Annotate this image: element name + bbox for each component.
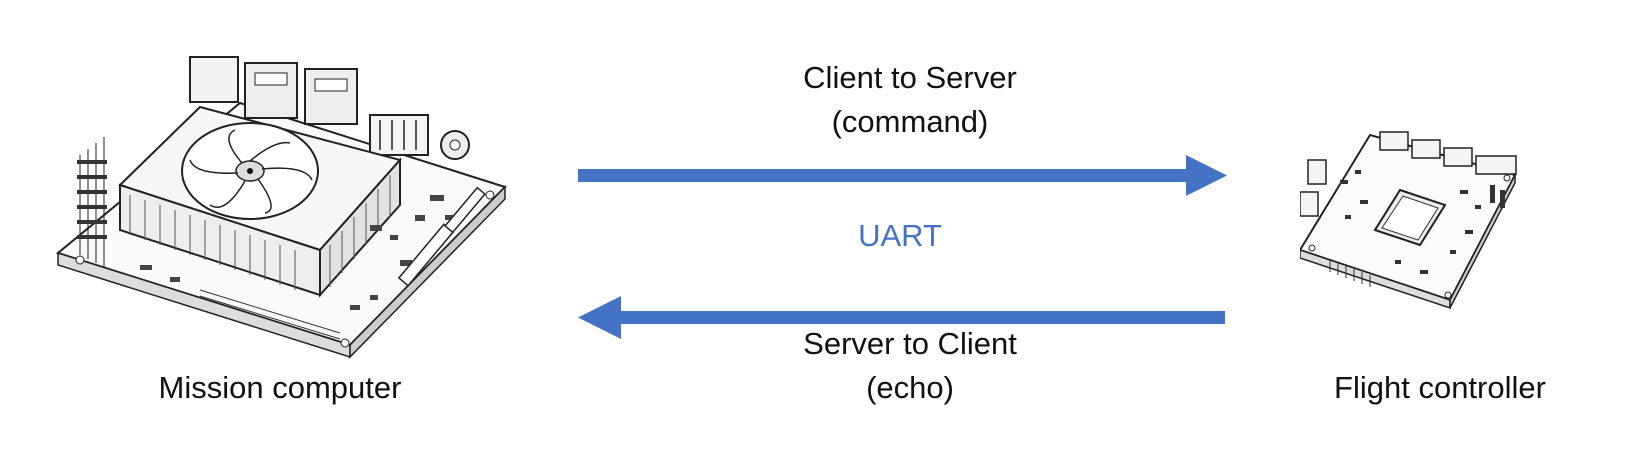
echo-arrow [578,296,1225,339]
server-to-client-subtitle: (echo) [866,370,954,405]
client-to-server-title: Client to Server [803,60,1017,95]
command-arrow [578,155,1227,196]
mission-computer-label: Mission computer [158,370,402,405]
client-to-server-subtitle: (command) [831,104,989,139]
client-to-server-label: Client to Server (command) [700,56,1120,144]
flight-controller-board-icon [1300,131,1517,310]
mission-computer-board-icon [55,56,507,359]
server-to-client-title: Server to Client [803,326,1017,361]
uart-label: UART [858,218,942,253]
server-to-client-label: Server to Client (echo) [700,322,1120,410]
flight-controller-label: Flight controller [1334,370,1546,405]
